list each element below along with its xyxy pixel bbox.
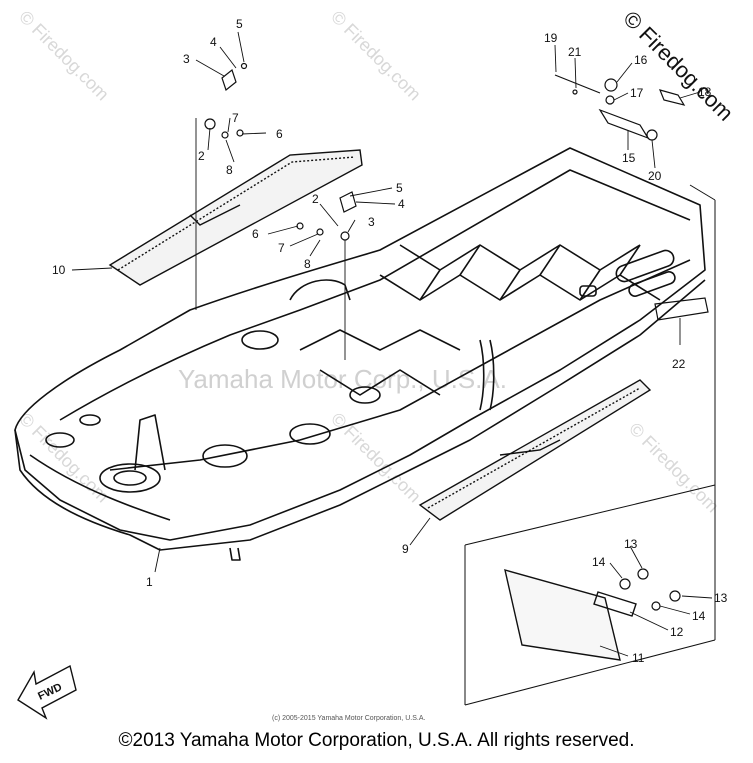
- callout-22: 22: [672, 357, 686, 371]
- callout-12: 12: [670, 625, 684, 639]
- leader-lines: [71, 31, 713, 657]
- callout-2-mid: 2: [312, 192, 319, 206]
- callout-3-upper: 3: [183, 52, 190, 66]
- callout-2-upper: 2: [198, 149, 205, 163]
- callout-14-right: 14: [692, 609, 706, 623]
- callout-3-mid: 3: [368, 215, 375, 229]
- callout-4-mid: 4: [398, 197, 405, 211]
- callout-labels: 5 4 3 2 7 6 8 10 5 4 2 3 6 7 8 19 21 16 …: [52, 17, 728, 665]
- small-copyright: (c) 2005-2015 Yamaha Motor Corporation, …: [272, 715, 425, 722]
- watermark-center: Yamaha Motor Corp., U.S.A.: [178, 364, 507, 394]
- callout-6-mid: 6: [252, 227, 259, 241]
- callout-15: 15: [622, 151, 636, 165]
- callout-1: 1: [146, 575, 153, 589]
- callout-10: 10: [52, 263, 66, 277]
- callout-19: 19: [544, 31, 558, 45]
- callout-8-mid: 8: [304, 257, 311, 271]
- watermark-mid-center: © Firedog.com: [327, 409, 425, 507]
- callout-9: 9: [402, 542, 409, 556]
- callout-18: 18: [698, 85, 712, 99]
- callout-6-upper: 6: [276, 127, 283, 141]
- snow-flap: [504, 569, 637, 661]
- callout-7-mid: 7: [278, 241, 285, 255]
- callout-8-upper: 8: [226, 163, 233, 177]
- callout-20: 20: [648, 169, 662, 183]
- fwd-arrow: FWD: [17, 664, 77, 720]
- callout-5-mid: 5: [396, 181, 403, 195]
- chassis-frame: [14, 147, 706, 561]
- callout-5-upper: 5: [236, 17, 243, 31]
- detail-box-lines: [464, 184, 716, 706]
- watermark-mid-right: © Firedog.com: [625, 419, 723, 517]
- callout-16: 16: [634, 53, 648, 67]
- callout-13-upper: 13: [624, 537, 638, 551]
- watermark-top-left: © Firedog.com: [15, 7, 113, 105]
- callout-17: 17: [630, 86, 644, 100]
- callout-11: 11: [632, 651, 645, 665]
- running-board-upper: [108, 149, 363, 286]
- callout-21: 21: [568, 45, 582, 59]
- callout-4-upper: 4: [210, 35, 217, 49]
- watermark-top-center: © Firedog.com: [327, 7, 425, 105]
- callout-14-left: 14: [592, 555, 606, 569]
- footer-copyright: ©2013 Yamaha Motor Corporation, U.S.A. A…: [118, 730, 635, 751]
- running-board-lower: [418, 379, 652, 521]
- callout-7-upper: 7: [232, 111, 239, 125]
- callout-13-right: 13: [714, 591, 728, 605]
